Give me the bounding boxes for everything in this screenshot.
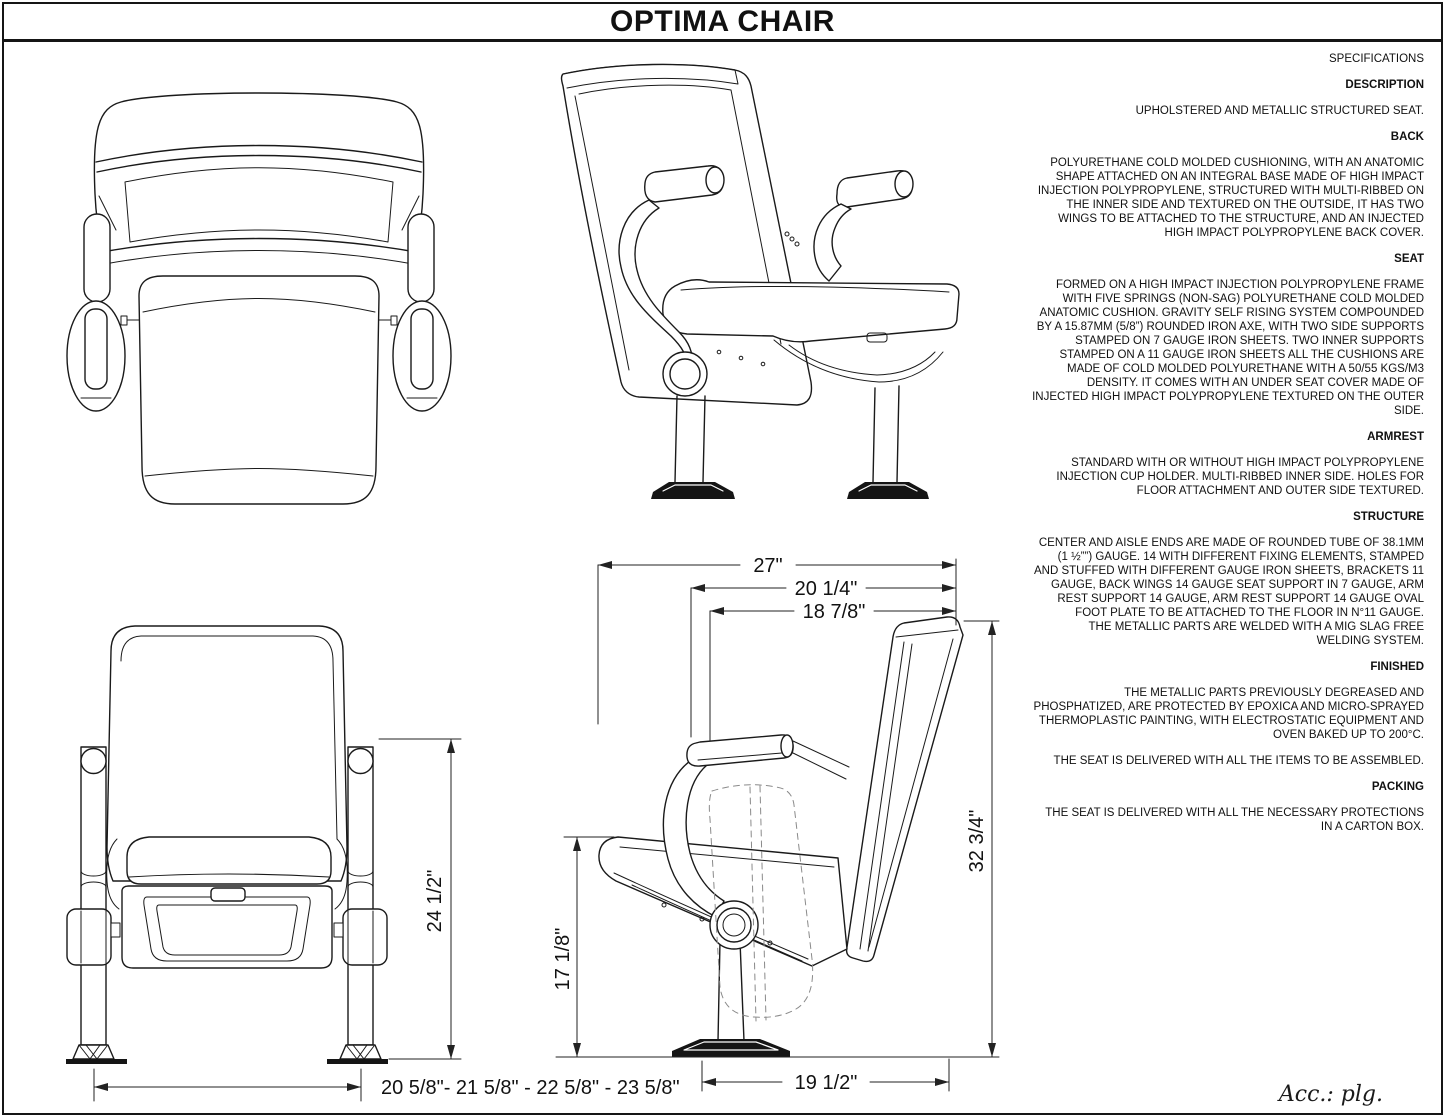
side-view-drawing: 27" 20 1/4" 18 7/8" 32 3/4" 17 1/8"	[552, 555, 1000, 1094]
side-dim-depth-20: 20 1/4"	[690, 578, 957, 738]
section-text-structure-2: THE METALLIC PARTS ARE WELDED WITH A MIG…	[1088, 621, 1424, 647]
front-back	[106, 625, 348, 910]
top-view-drawing	[66, 92, 452, 505]
perspective-seat	[662, 279, 960, 383]
section-text-seat: FORMED ON A HIGH IMPACT INJECTION POLYPR…	[1032, 279, 1424, 417]
section-heading-back: BACK	[1390, 131, 1424, 143]
section-heading-seat: SEAT	[1394, 253, 1424, 265]
section-heading-structure: STRUCTURE	[1353, 511, 1424, 523]
perspective-view-drawing	[560, 63, 960, 499]
accessory-note: Acc.: plg.	[1278, 1082, 1383, 1107]
side-dim-base-depth: 19 1/2"	[701, 1058, 950, 1094]
section-text-armrest: STANDARD WITH OR WITHOUT HIGH IMPACT POL…	[1056, 457, 1424, 497]
side-dim-seat-height: 17 1/8"	[552, 836, 615, 1058]
front-post-right	[327, 746, 388, 1064]
section-text-packing: THE SEAT IS DELIVERED WITH ALL THE NECES…	[1045, 807, 1424, 833]
side-seat	[598, 836, 848, 967]
dim-depth-27-label: 27"	[753, 555, 782, 577]
section-heading-finished: FINISHED	[1370, 661, 1424, 673]
section-heading-packing: PACKING	[1371, 781, 1424, 793]
side-seat-folded-hidden	[708, 784, 814, 1022]
perspective-leg-right	[847, 385, 929, 499]
front-seat-folded	[121, 836, 333, 969]
dim-depth-20-label: 20 1/4"	[795, 578, 858, 600]
top-view-armrest-right	[378, 213, 452, 412]
section-heading-description: DESCRIPTION	[1345, 79, 1424, 91]
section-text-finished-2: THE SEAT IS DELIVERED WITH ALL THE ITEMS…	[1053, 755, 1424, 767]
perspective-leg-left	[651, 395, 735, 499]
dim-depth-18-label: 18 7/8"	[803, 601, 866, 623]
side-back	[845, 616, 964, 963]
section-text-structure: CENTER AND AISLE ENDS ARE MADE OF ROUNDE…	[1034, 537, 1424, 619]
side-dim-total-height: 32 3/4"	[963, 620, 1000, 1058]
section-text-back: POLYURETHANE COLD MOLDED CUSHIONING, WIT…	[1037, 157, 1424, 239]
top-view-armrest-left	[66, 213, 140, 412]
section-heading-armrest: ARMREST	[1367, 431, 1424, 443]
section-text-description: UPHOLSTERED AND METALLIC STRUCTURED SEAT…	[1135, 105, 1424, 117]
dim-front-height-label: 24 1/2"	[424, 870, 446, 933]
front-dim-width: 20 5/8"- 21 5/8" - 22 5/8" - 23 5/8"	[93, 1068, 680, 1102]
perspective-armrest-left	[618, 165, 725, 397]
dim-base-depth-label: 19 1/2"	[795, 1072, 858, 1094]
side-dim-depth-27: 27"	[597, 555, 957, 725]
dim-front-widths-label: 20 5/8"- 21 5/8" - 22 5/8" - 23 5/8"	[381, 1077, 680, 1099]
section-text-finished: THE METALLIC PARTS PREVIOUSLY DEGREASED …	[1033, 687, 1424, 741]
dim-total-height-label: 32 3/4"	[966, 810, 988, 873]
front-dim-height: 24 1/2"	[378, 738, 462, 1060]
perspective-armrest-right	[813, 170, 914, 282]
specifications-column: SPECIFICATIONS DESCRIPTION UPHOLSTERED A…	[1032, 52, 1424, 846]
top-view-seat	[138, 275, 380, 505]
title-bar: OPTIMA CHAIR	[4, 4, 1441, 42]
perspective-back	[560, 63, 813, 406]
page-title: OPTIMA CHAIR	[610, 4, 835, 38]
side-pedestal	[672, 940, 790, 1057]
side-armrest	[662, 734, 850, 950]
dim-seat-height-label: 17 1/8"	[552, 928, 574, 991]
front-view-drawing: 24 1/2" 20 5/8"- 21 5/8" - 22 5/8" - 23 …	[66, 625, 680, 1102]
front-post-left	[66, 746, 127, 1064]
specs-header: SPECIFICATIONS	[1329, 53, 1424, 65]
top-view-back	[93, 92, 425, 265]
side-dim-depth-18: 18 7/8"	[709, 601, 957, 742]
